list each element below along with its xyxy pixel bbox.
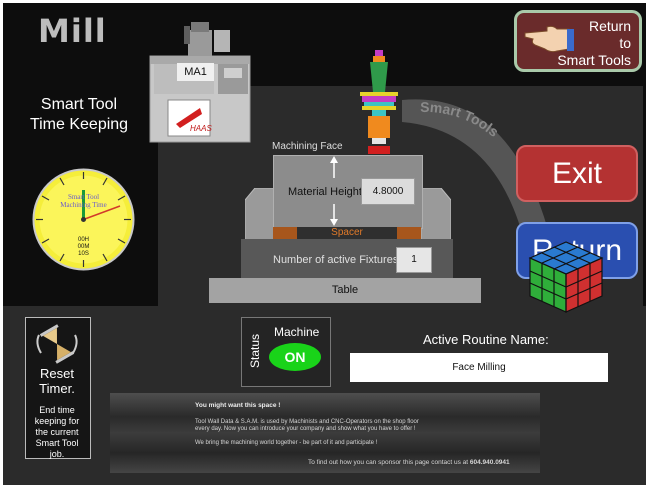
sponsor-contact-text: To find out how you can sponsor this pag… [308, 459, 469, 466]
pointing-hand-icon [524, 25, 574, 53]
tool-holder-icon [360, 50, 398, 154]
timer-clock [32, 168, 135, 271]
clock-digital: 00H 00M 10S [32, 237, 135, 258]
height-arrows-icon [330, 156, 338, 226]
machine-on-indicator[interactable]: ON [269, 343, 321, 371]
sponsor-banner [110, 393, 540, 473]
sponsor-headline: You might want this space ! [195, 402, 281, 409]
reset-desc1: End time [39, 405, 75, 415]
section-title-line2: Time Keeping [29, 116, 129, 133]
return-to-smart-tools-label: Return to Smart Tools [557, 18, 631, 69]
reset-desc4: Smart Tool [35, 438, 79, 448]
reset-line1: Reset [40, 366, 74, 381]
sponsor-body-line1: Tool Wall Data & S.A.M. is used by Machi… [195, 419, 419, 425]
clock-minutes: 00M [77, 244, 90, 250]
return-smart-line1: Return [588, 18, 631, 34]
app-title: Mill [38, 12, 107, 50]
sponsor-phone[interactable]: 604.940.0941 [469, 459, 510, 466]
table-label: Table [209, 278, 481, 303]
clock-text-1: Smart Tool [67, 193, 100, 201]
reset-timer-button[interactable] [25, 317, 91, 459]
mill-machine-icon: HAAS [149, 22, 251, 143]
right-fixture-support [421, 188, 451, 240]
cube-icon [528, 241, 604, 313]
status-label: Status [248, 333, 262, 368]
return-to-smart-tools-button[interactable]: Return to Smart Tools [514, 10, 642, 72]
fixtures-label: Number of active Fixtures [273, 254, 399, 266]
reset-desc5: job. [49, 449, 65, 459]
machine-label-text: Machine [274, 325, 320, 339]
sponsor-contact: To find out how you can sponsor this pag… [308, 459, 510, 466]
return-smart-line2: to [619, 35, 631, 51]
reset-line2: Timer. [39, 381, 75, 396]
hourglass-icon [36, 324, 78, 364]
sponsor-body-line2: every day. Now you can introduce your co… [195, 426, 416, 432]
clock-text-2: Machining Time [60, 201, 107, 209]
svg-text:HAAS: HAAS [190, 124, 212, 133]
spacer-right [397, 227, 421, 239]
clock-seconds: 10S [78, 251, 89, 257]
reset-desc2: keeping for [34, 416, 80, 426]
spacer-label: Spacer [331, 227, 363, 238]
active-routine-label: Active Routine Name: [423, 332, 549, 347]
sponsor-body: Tool Wall Data & S.A.M. is used by Machi… [195, 419, 515, 433]
reset-timer-label: Reset Timer. [25, 366, 89, 396]
left-fixture-support [245, 188, 275, 240]
reset-desc3: the current [35, 427, 79, 437]
machine-label: MA1 [177, 63, 214, 81]
section-title-line1: Smart Tool [40, 96, 118, 113]
material-height-label: Material Height [288, 186, 362, 198]
sponsor-tagline: We bring the machining world together - … [195, 440, 378, 446]
clock-labels: Smart Tool Machining Time [32, 193, 135, 209]
exit-button[interactable]: Exit [516, 145, 638, 202]
clock-hours: 00H [77, 237, 89, 243]
material-height-field[interactable]: 4.8000 [361, 178, 415, 205]
fixtures-field[interactable]: 1 [396, 247, 432, 273]
spacer-left [273, 227, 297, 239]
machining-face-label: Machining Face [272, 141, 343, 152]
active-routine-field: Face Milling [350, 353, 608, 382]
reset-timer-description: End time keeping for the current Smart T… [25, 405, 89, 460]
section-title: Smart Tool Time Keeping [14, 95, 144, 135]
spacer-bar [273, 227, 421, 239]
return-smart-line3: Smart Tools [557, 52, 631, 68]
